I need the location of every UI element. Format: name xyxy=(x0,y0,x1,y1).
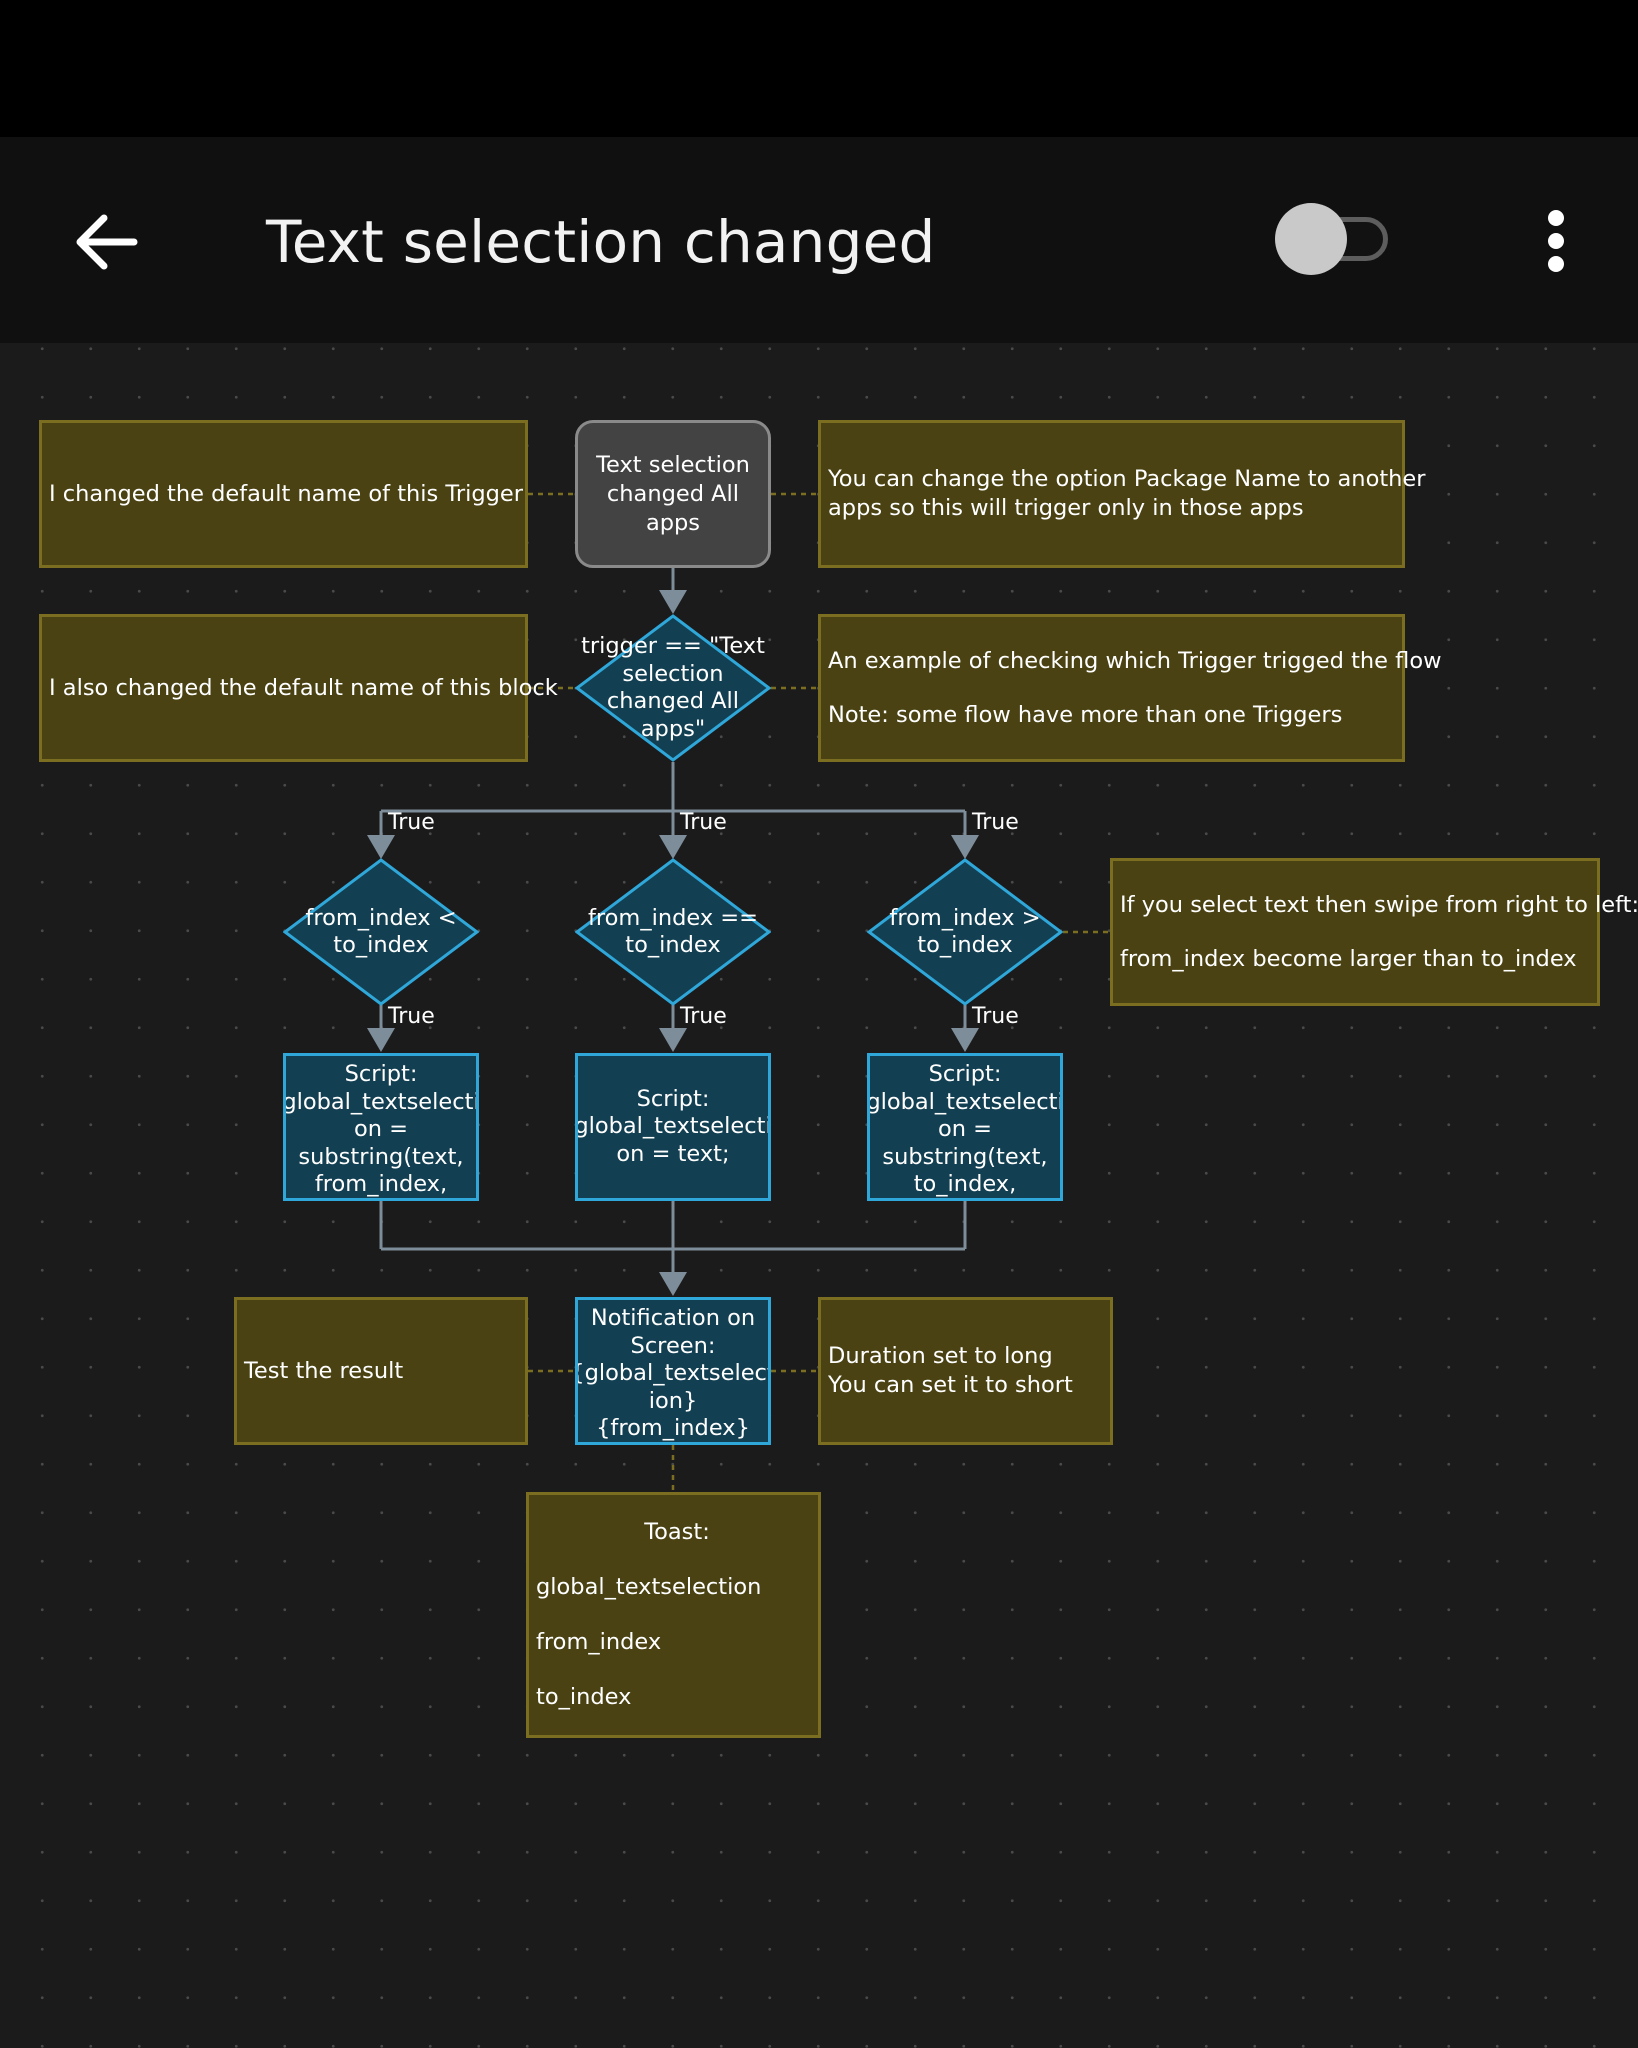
branch-label-true: True xyxy=(680,1004,727,1029)
condition-block[interactable]: from_index < to_index xyxy=(283,858,479,1006)
comment-block[interactable]: Test the result xyxy=(234,1297,528,1445)
toggle-thumb xyxy=(1275,203,1347,275)
comment-block[interactable]: I changed the default name of this Trigg… xyxy=(39,420,528,568)
more-vert-icon xyxy=(1548,210,1564,226)
toast-block[interactable]: Toast: global_textselection from_index t… xyxy=(526,1492,821,1738)
back-button[interactable] xyxy=(60,196,152,288)
diamond-shape xyxy=(283,858,479,1006)
page-title: Text selection changed xyxy=(266,208,936,276)
comment-block[interactable]: An example of checking which Trigger tri… xyxy=(818,614,1442,762)
trigger-block[interactable]: Text selection changed All apps xyxy=(575,420,771,568)
branch-label-true: True xyxy=(680,810,727,835)
comment-block[interactable]: I also changed the default name of this … xyxy=(39,614,558,762)
condition-block[interactable]: from_index == to_index xyxy=(575,858,771,1006)
comment-block[interactable]: You can change the option Package Name t… xyxy=(818,420,1426,568)
branch-label-true: True xyxy=(972,810,1019,835)
diamond-shape xyxy=(867,858,1063,1006)
script-block[interactable]: Script: global_textselecti on = text; xyxy=(575,1053,771,1201)
script-block[interactable]: Script: global_textselecti on = substrin… xyxy=(867,1053,1063,1201)
branch-label-true: True xyxy=(388,810,435,835)
comment-block[interactable]: If you select text then swipe from right… xyxy=(1110,858,1638,1006)
arrow-left-icon xyxy=(76,214,138,270)
condition-block[interactable]: from_index > to_index xyxy=(867,858,1063,1006)
diamond-shape xyxy=(575,858,771,1006)
comment-block[interactable]: Duration set to long You can set it to s… xyxy=(818,1297,1113,1445)
notification-block[interactable]: Notification on Screen: {global_textsele… xyxy=(575,1297,771,1445)
branch-label-true: True xyxy=(388,1004,435,1029)
diamond-shape xyxy=(575,614,771,762)
enable-toggle[interactable] xyxy=(1272,200,1396,278)
status-bar xyxy=(0,0,1638,137)
more-options-button[interactable] xyxy=(1530,200,1582,282)
branch-label-true: True xyxy=(972,1004,1019,1029)
script-block[interactable]: Script: global_textselecti on = substrin… xyxy=(283,1053,479,1201)
condition-block[interactable]: trigger == "Text selection changed All a… xyxy=(575,614,771,762)
